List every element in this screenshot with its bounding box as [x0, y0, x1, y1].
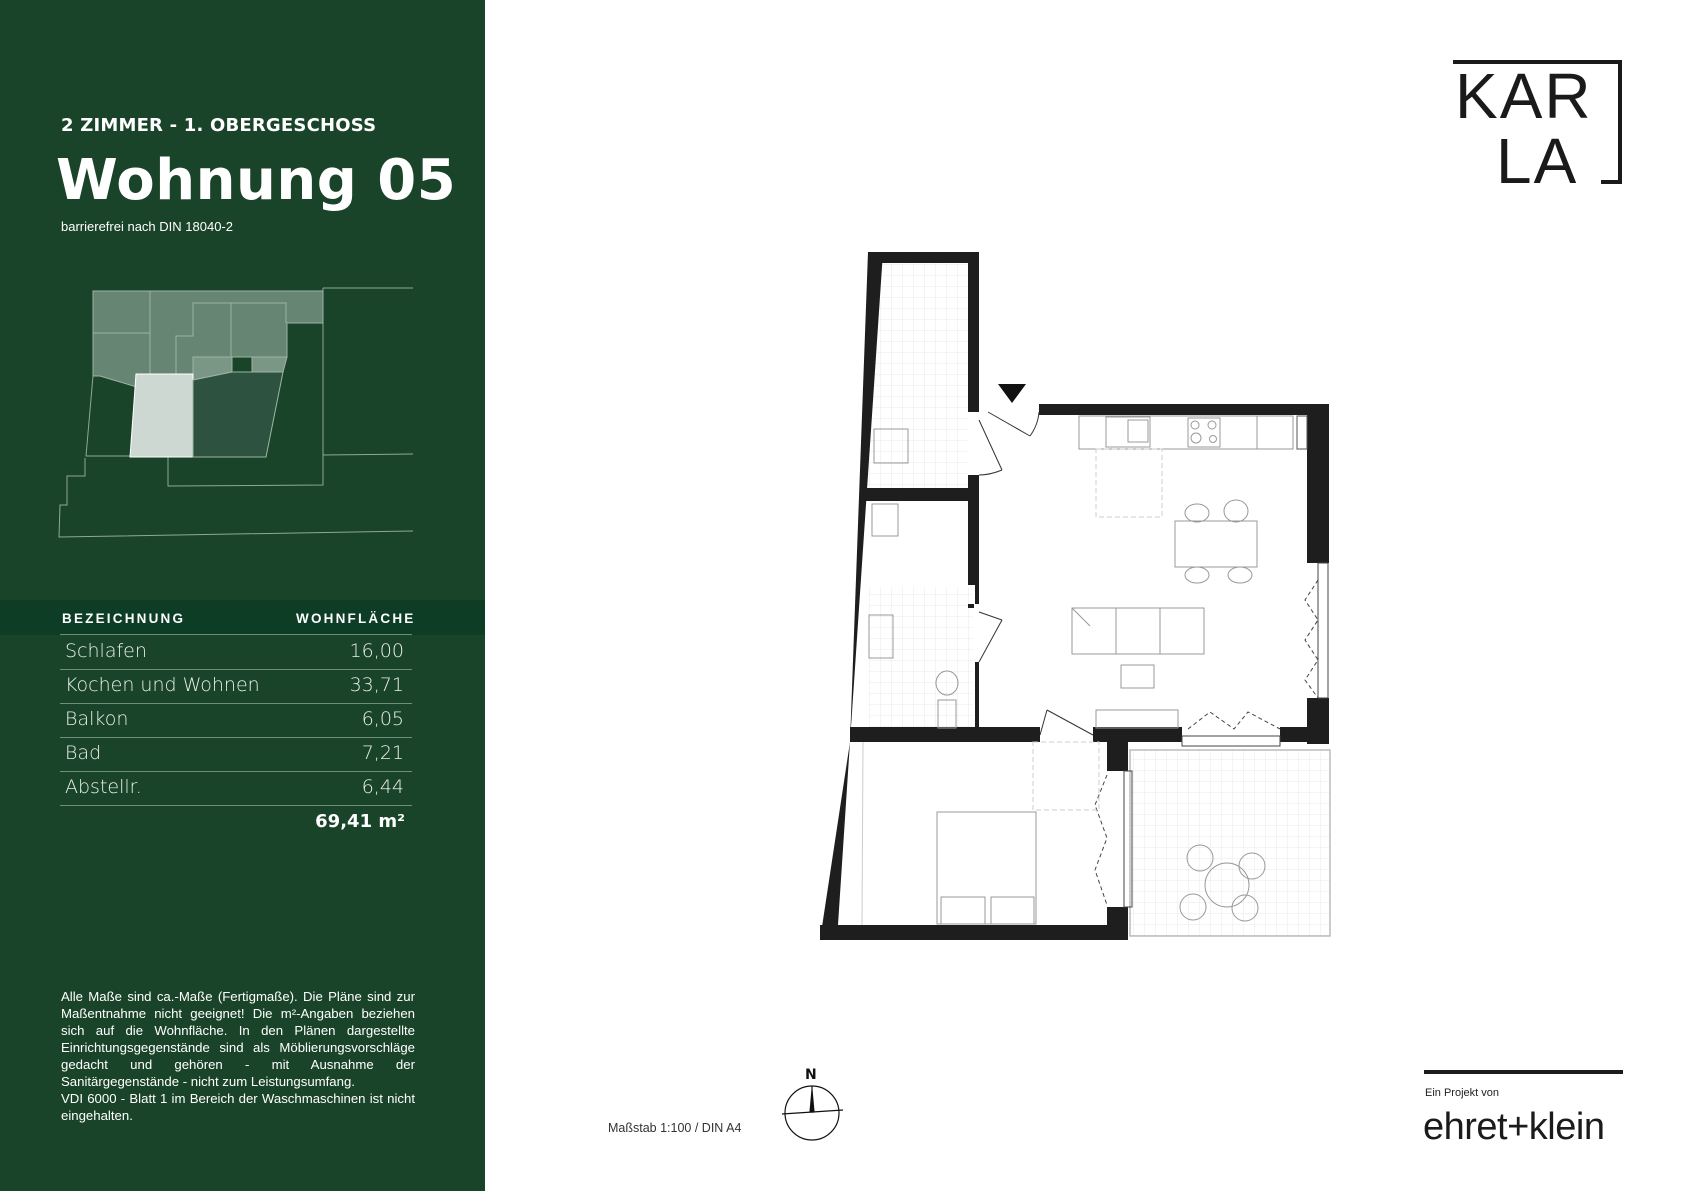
wall-storage-right [968, 252, 979, 412]
room-name: Kochen und Wohnen [65, 674, 260, 696]
walls [820, 252, 1329, 940]
table-divider [60, 634, 412, 635]
storage-floor [867, 263, 968, 488]
room-area: 6,44 [361, 776, 404, 798]
room-area: 16,00 [349, 640, 404, 662]
brand-divider [1424, 1070, 1623, 1074]
table-row: Kochen und Wohnen 33,71 [60, 669, 412, 704]
north-label: N [805, 1067, 817, 1083]
disclaimer-text: Alle Maße sind ca.-Maße (Fertigmaße). Di… [61, 989, 415, 1123]
entrance-marker-icon [998, 384, 1026, 403]
doors [978, 411, 1094, 736]
scale-label: Maßstab 1:100 / DIN A4 [608, 1121, 742, 1135]
developer-logo: ehret+klein [1423, 1106, 1605, 1148]
toilet [935, 670, 959, 696]
wall-middle-left [850, 727, 1040, 742]
room-name: Abstellr. [65, 776, 142, 798]
column-header-area: WOHNFLÄCHE [296, 611, 416, 626]
wall-middle-center [1093, 727, 1182, 742]
total-area: 69,41 m² [315, 811, 405, 832]
accessibility-note: barrierefrei nach DIN 18040-2 [61, 219, 233, 234]
washing-machine [873, 428, 909, 464]
karla-logo [1453, 60, 1622, 184]
furniture [861, 415, 1308, 926]
room-area: 6,05 [361, 708, 404, 730]
table-row: Bad 7,21 [60, 737, 412, 772]
sofa [1071, 607, 1205, 655]
kitchen-counter [1078, 415, 1294, 450]
table-row: Schlafen 16,00 [60, 635, 412, 670]
table-row: Abstellr. 6,44 [60, 771, 412, 806]
coffee-table [1120, 664, 1155, 689]
kitchen-sink [1105, 416, 1151, 448]
wall-main-top [1039, 404, 1329, 415]
table-row: Balkon 6,05 [60, 703, 412, 738]
kitchen-hob [1187, 417, 1221, 448]
room-name: Schlafen [65, 640, 147, 662]
wall-middle-right [1280, 727, 1329, 742]
bath-sink [868, 614, 894, 659]
site-location-map [58, 287, 414, 538]
apartment-title: Wohnung 05 [56, 148, 457, 213]
wall-storage-bath [862, 488, 979, 501]
room-area: 7,21 [361, 742, 404, 764]
logo-top: KAR [1455, 60, 1593, 132]
site-unit-adjacent [192, 371, 284, 458]
apartment-subtitle: 2 ZIMMER - 1. OBERGESCHOSS [61, 115, 377, 136]
logo-bottom: LA [1496, 125, 1578, 197]
info-panel: 2 ZIMMER - 1. OBERGESCHOSS Wohnung 05 ba… [0, 0, 485, 1191]
north-compass-icon [781, 1085, 844, 1141]
dining-table [1174, 520, 1258, 568]
balcony-floor [1129, 749, 1331, 937]
wall-left [820, 252, 883, 940]
tv-sideboard [1095, 709, 1179, 729]
bed [936, 811, 1037, 925]
column-bedroom-balcony [1107, 727, 1128, 771]
dining-area-dashed [1095, 448, 1163, 518]
wall-bottom [820, 925, 1128, 940]
room-area: 33,71 [349, 674, 404, 696]
wall-right-upper [1307, 404, 1329, 563]
room-name: Balkon [65, 708, 129, 730]
wall-storage-top [868, 252, 979, 263]
wardrobe-dashed [1032, 741, 1100, 811]
column-header-name: BEZEICHNUNG [62, 611, 186, 626]
balcony-table [1204, 862, 1250, 908]
windows [1094, 562, 1329, 908]
room-name: Bad [65, 742, 102, 764]
table-header-band [0, 600, 485, 635]
project-byline: Ein Projekt von [1425, 1087, 1499, 1099]
